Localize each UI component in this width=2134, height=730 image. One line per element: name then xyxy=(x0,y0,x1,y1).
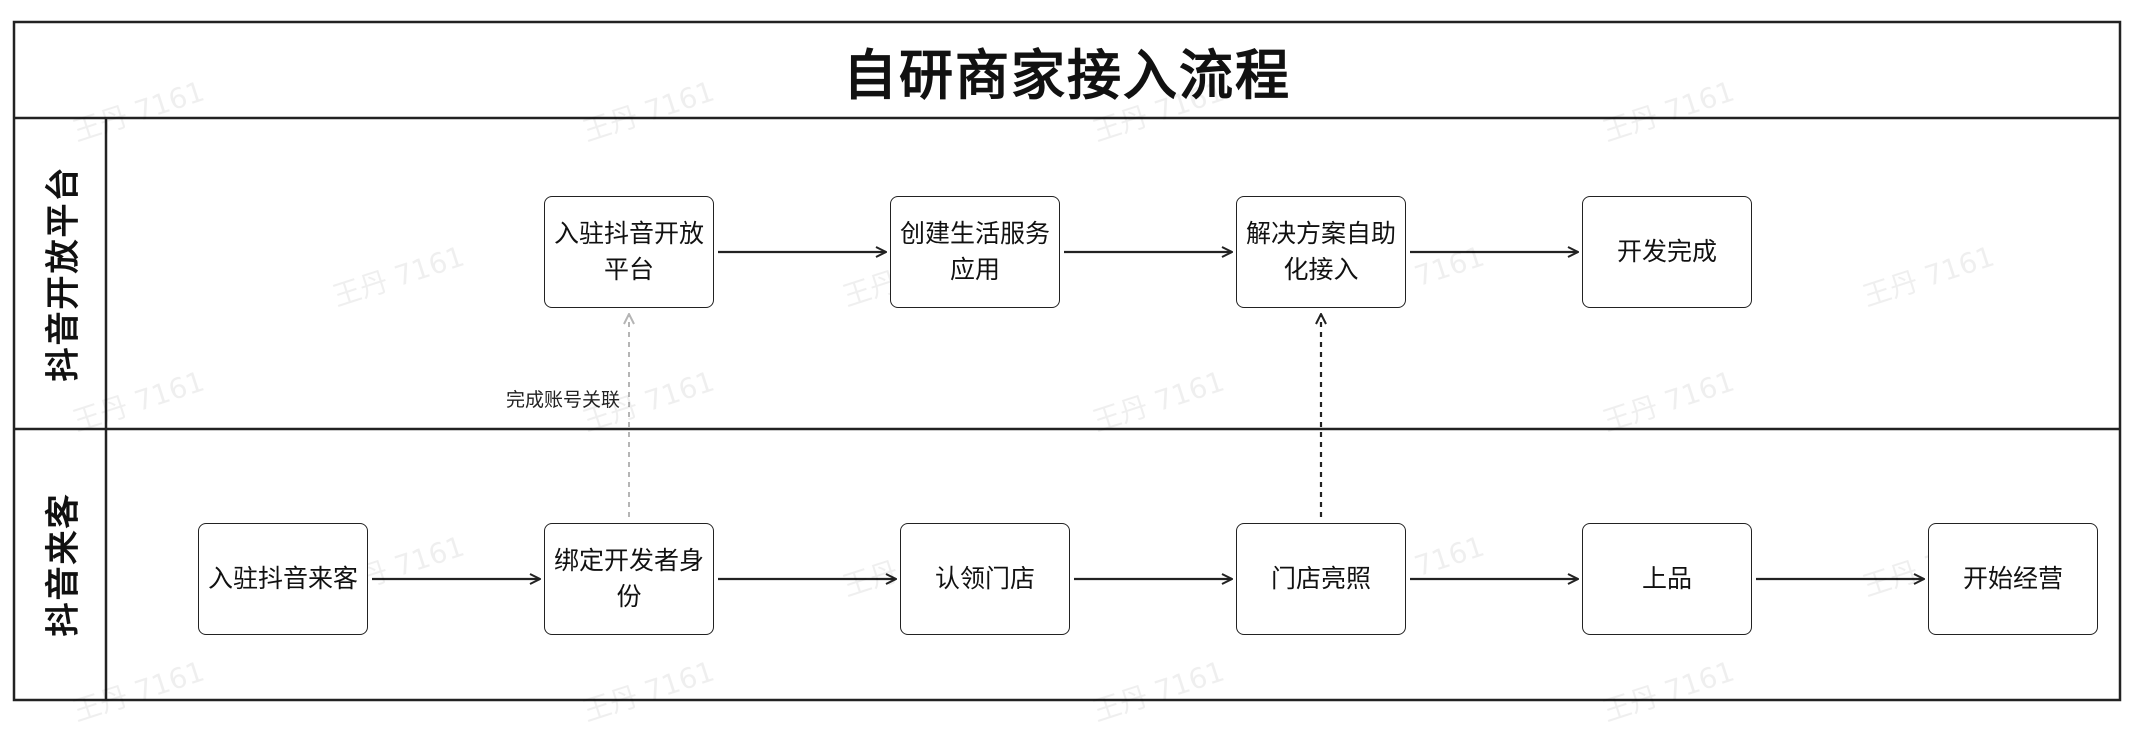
node-claim-store[interactable]: 认领门店 xyxy=(900,523,1070,635)
lane-label-text: 抖音来客 xyxy=(43,492,84,637)
node-solution[interactable]: 解决方案自助化接入 xyxy=(1236,196,1406,308)
lane-label-laike: 抖音来客 xyxy=(14,429,106,700)
node-store-license[interactable]: 门店亮照 xyxy=(1236,523,1406,635)
node-start-biz[interactable]: 开始经营 xyxy=(1928,523,2098,635)
outer-border xyxy=(12,20,2122,702)
node-bind-dev[interactable]: 绑定开发者身份 xyxy=(544,523,714,635)
edges-layer xyxy=(372,252,1924,579)
node-ruzhu-platform[interactable]: 入驻抖音开放平台 xyxy=(544,196,714,308)
node-list-goods[interactable]: 上品 xyxy=(1582,523,1752,635)
diagram-title: 自研商家接入流程 xyxy=(843,43,1291,107)
node-create-app[interactable]: 创建生活服务应用 xyxy=(890,196,1060,308)
lane-label-platform: 抖音开放平台 xyxy=(14,118,106,429)
node-ruzhu-laike[interactable]: 入驻抖音来客 xyxy=(198,523,368,635)
edge-label-account-link: 完成账号关联 xyxy=(506,389,621,411)
node-dev-done[interactable]: 开发完成 xyxy=(1582,196,1752,308)
lane-label-text: 抖音开放平台 xyxy=(43,165,84,382)
